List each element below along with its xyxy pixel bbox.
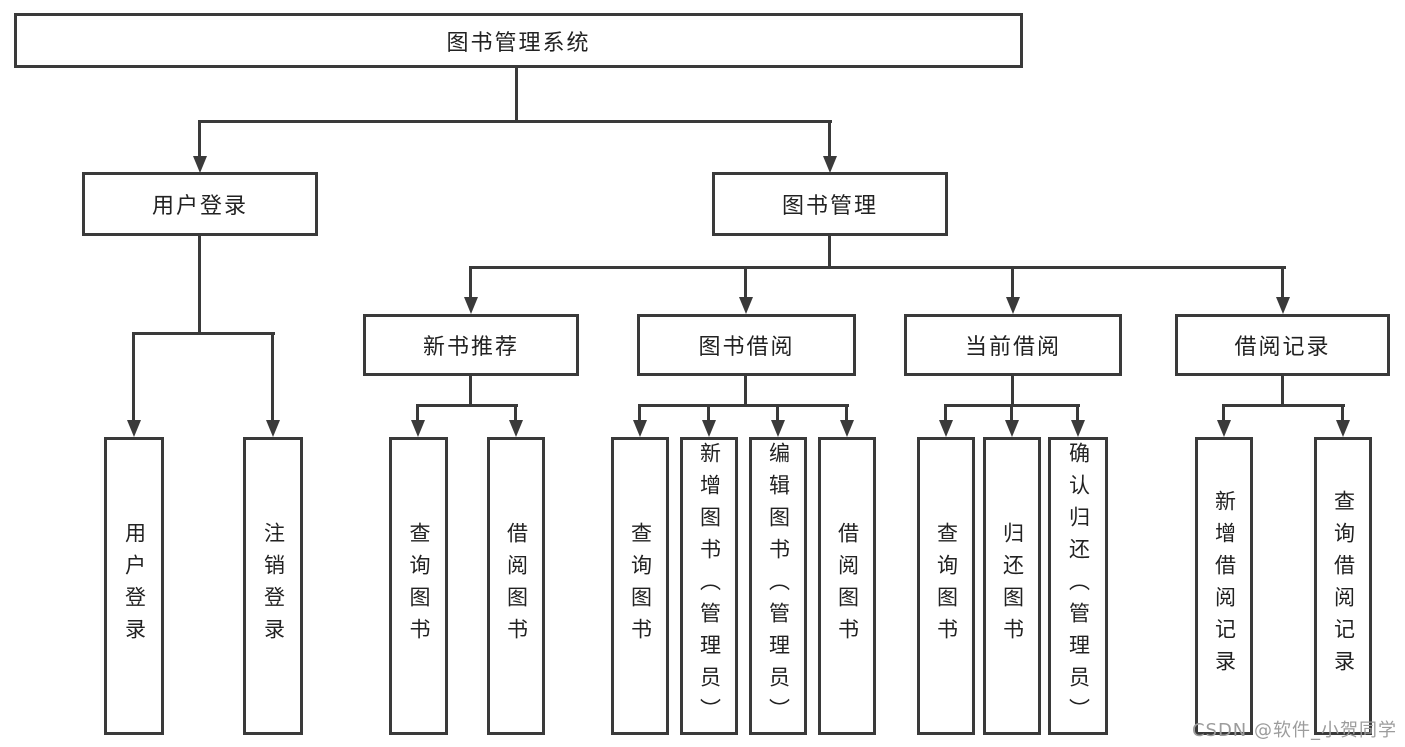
connector-line xyxy=(828,236,831,268)
node-user-login: 用户登录 xyxy=(82,172,318,236)
node-current-borrow: 当前借阅 xyxy=(904,314,1122,376)
node-library-system: 图书管理系统 xyxy=(14,13,1023,68)
node-leaf-query-books-1: 查询图书 xyxy=(389,437,448,735)
node-leaf-add-borrow-record: 新增借阅记录 xyxy=(1195,437,1253,735)
connector-line xyxy=(416,404,419,424)
node-leaf-edit-books-admin: 编辑图书（管理员） xyxy=(749,437,807,735)
connector-line xyxy=(198,236,201,335)
node-label: 确认归还（管理员） xyxy=(1066,442,1091,730)
csdn-watermark: CSDN @软件_小贺同学 xyxy=(1191,720,1397,741)
connector-line xyxy=(469,266,1286,269)
node-label: 新书推荐 xyxy=(422,335,519,360)
arrowhead-down-icon xyxy=(1336,420,1350,437)
node-leaf-borrow-books-1: 借阅图书 xyxy=(487,437,545,735)
node-leaf-query-books-3: 查询图书 xyxy=(917,437,975,735)
arrowhead-down-icon xyxy=(823,156,837,173)
node-label: 图书借阅 xyxy=(698,335,795,360)
arrowhead-down-icon xyxy=(411,420,425,437)
node-label: 用户登录 xyxy=(151,194,248,219)
arrowhead-down-icon xyxy=(840,420,854,437)
arrowhead-down-icon xyxy=(1217,420,1231,437)
connector-line xyxy=(469,376,472,406)
arrowhead-down-icon xyxy=(464,297,478,314)
node-label: 注销登录 xyxy=(261,522,286,650)
connector-line xyxy=(776,404,779,424)
connector-line xyxy=(515,68,518,120)
connector-line xyxy=(828,120,831,158)
connector-line xyxy=(744,266,747,300)
arrowhead-down-icon xyxy=(1006,297,1020,314)
connector-line xyxy=(1281,376,1284,406)
arrowhead-down-icon xyxy=(939,420,953,437)
node-leaf-user-login: 用户登录 xyxy=(104,437,164,735)
arrowhead-down-icon xyxy=(1071,420,1085,437)
connector-line xyxy=(514,404,517,424)
node-book-borrow: 图书借阅 xyxy=(637,314,856,376)
node-label: 查询图书 xyxy=(628,522,653,650)
node-label: 用户登录 xyxy=(122,522,147,650)
node-label: 查询图书 xyxy=(934,522,959,650)
node-leaf-return-books: 归还图书 xyxy=(983,437,1041,735)
node-label: 新增图书（管理员） xyxy=(697,442,722,730)
node-label: 编辑图书（管理员） xyxy=(766,442,791,730)
arrowhead-down-icon xyxy=(509,420,523,437)
connector-line xyxy=(638,404,641,424)
node-leaf-add-books-admin: 新增图书（管理员） xyxy=(680,437,738,735)
node-label: 新增借阅记录 xyxy=(1212,490,1237,682)
node-label: 图书管理系统 xyxy=(446,30,591,56)
arrowhead-down-icon xyxy=(771,420,785,437)
connector-line xyxy=(198,120,832,123)
arrowhead-down-icon xyxy=(739,297,753,314)
connector-line xyxy=(1011,376,1014,406)
node-label: 查询图书 xyxy=(407,522,432,650)
node-label: 查询借阅记录 xyxy=(1331,490,1356,682)
connector-line xyxy=(132,332,275,335)
node-label: 图书管理 xyxy=(781,194,878,219)
node-label: 借阅图书 xyxy=(504,522,529,650)
node-leaf-logout: 注销登录 xyxy=(243,437,303,735)
node-label: 归还图书 xyxy=(1000,522,1025,650)
arrowhead-down-icon xyxy=(266,420,280,437)
arrowhead-down-icon xyxy=(702,420,716,437)
connector-line xyxy=(271,332,274,424)
connector-line xyxy=(416,404,518,407)
node-borrow-records: 借阅记录 xyxy=(1175,314,1390,376)
connector-line xyxy=(845,404,848,424)
connector-line xyxy=(198,120,201,158)
connector-line xyxy=(1222,404,1345,407)
node-label: 借阅图书 xyxy=(835,522,860,650)
connector-line xyxy=(1010,404,1013,424)
arrowhead-down-icon xyxy=(1005,420,1019,437)
node-label: 当前借阅 xyxy=(964,335,1061,360)
node-leaf-confirm-return-admin: 确认归还（管理员） xyxy=(1048,437,1108,735)
connector-line xyxy=(1341,404,1344,424)
arrowhead-down-icon xyxy=(193,156,207,173)
node-leaf-borrow-books-2: 借阅图书 xyxy=(818,437,876,735)
arrowhead-down-icon xyxy=(1276,297,1290,314)
connector-line xyxy=(1281,266,1284,300)
connector-line xyxy=(1222,404,1225,424)
node-leaf-query-books-2: 查询图书 xyxy=(611,437,669,735)
connector-line xyxy=(469,266,472,300)
node-new-book-recommend: 新书推荐 xyxy=(363,314,579,376)
arrowhead-down-icon xyxy=(633,420,647,437)
node-leaf-query-borrow-record: 查询借阅记录 xyxy=(1314,437,1372,735)
node-label: 借阅记录 xyxy=(1234,335,1331,360)
connector-line xyxy=(744,376,747,406)
node-book-management: 图书管理 xyxy=(712,172,948,236)
connector-line xyxy=(132,332,135,424)
arrowhead-down-icon xyxy=(127,420,141,437)
connector-line xyxy=(638,404,849,407)
connector-line xyxy=(944,404,947,424)
connector-line xyxy=(707,404,710,424)
connector-line xyxy=(1011,266,1014,300)
connector-line xyxy=(1076,404,1079,424)
